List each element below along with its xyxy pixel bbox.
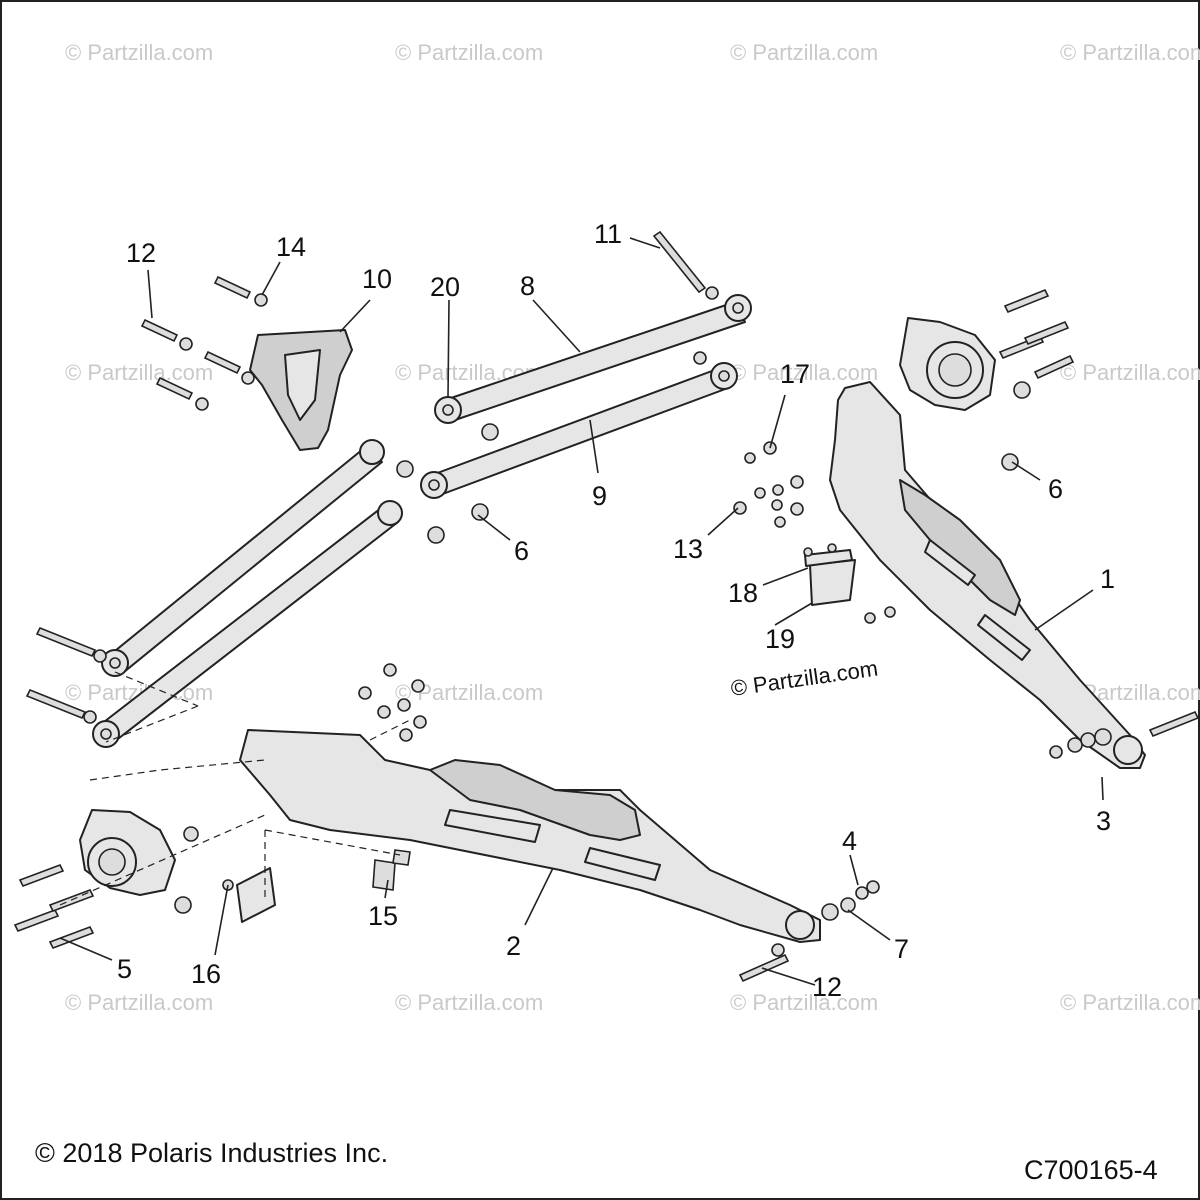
watermark: © Partzilla.com (395, 40, 543, 65)
lower-link-arm (420, 362, 738, 499)
assembly-lines (59, 671, 411, 906)
skid-plate-right (804, 549, 856, 606)
callout-14: 14 (276, 232, 306, 262)
leader-lines (59, 237, 1104, 986)
watermark: © Partzilla.com (1060, 360, 1200, 385)
radius-rod-upper (101, 439, 385, 677)
callout-7: 7 (894, 934, 909, 964)
bracket-plate (249, 329, 353, 451)
callout-1: 1 (1100, 564, 1115, 594)
figure-code: C700165-4 (1024, 1155, 1158, 1185)
bearing-carrier-right (899, 317, 996, 411)
callout-6: 6 (514, 536, 529, 566)
callout-20: 20 (430, 272, 460, 302)
callout-13: 13 (673, 534, 703, 564)
watermark: © Partzilla.com (730, 40, 878, 65)
watermark: © Partzilla.com (1060, 990, 1200, 1015)
copyright-notice: © 2018 Polaris Industries Inc. (35, 1138, 389, 1168)
callout-10: 10 (362, 264, 392, 294)
callout-3: 3 (1096, 806, 1111, 836)
callout-4: 4 (842, 826, 857, 856)
callout-16: 16 (191, 959, 221, 989)
bearing-carrier-left (79, 809, 176, 896)
watermark-layer: © Partzilla.com © Partzilla.com © Partzi… (65, 40, 1200, 1015)
callout-2: 2 (506, 931, 521, 961)
callout-19: 19 (765, 624, 795, 654)
watermark: © Partzilla.com (1060, 40, 1200, 65)
watermark: © Partzilla.com (65, 990, 213, 1015)
watermark: © Partzilla.com (395, 990, 543, 1015)
callout-11: 11 (594, 219, 622, 249)
callouts: 1 2 3 4 5 6 6 7 8 9 10 11 12 12 13 14 15… (117, 219, 1115, 1002)
watermark: © Partzilla.com (65, 360, 213, 385)
callout-18: 18 (728, 578, 758, 608)
watermark: © Partzilla.com (730, 360, 878, 385)
bolt-hardware (13, 230, 1200, 983)
callout-8: 8 (520, 271, 535, 301)
upper-link-arm (434, 294, 752, 424)
callout-5: 5 (117, 954, 132, 984)
nut-hardware (83, 286, 1112, 957)
watermark: © Partzilla.com (730, 990, 878, 1015)
skid-plate-left (236, 867, 276, 923)
callout-6: 6 (1048, 474, 1063, 504)
callout-17: 17 (780, 359, 810, 389)
site-credit: © Partzilla.com (729, 656, 879, 701)
trailing-arm-right (829, 381, 1146, 769)
radius-rod-lower (92, 500, 403, 748)
callout-15: 15 (368, 901, 398, 931)
callout-12: 12 (126, 238, 156, 268)
watermark: © Partzilla.com (65, 40, 213, 65)
trailing-arm-left (239, 729, 821, 943)
callout-12: 12 (812, 972, 842, 1002)
callout-9: 9 (592, 481, 607, 511)
